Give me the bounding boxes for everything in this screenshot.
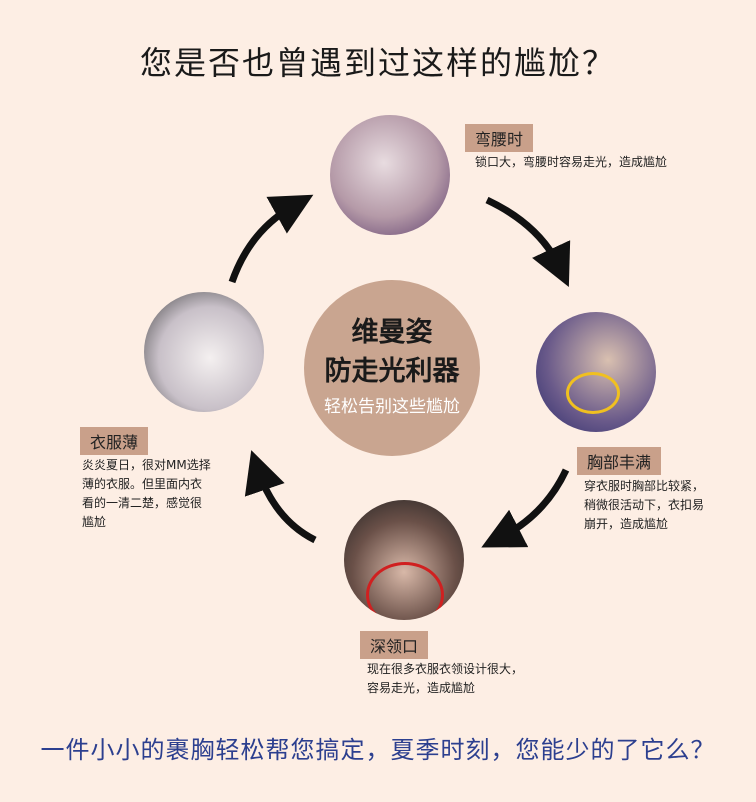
- center-circle: 维曼姿 防走光利器 轻松告别这些尴尬: [304, 280, 480, 456]
- arrow-left-to-top: [228, 194, 314, 284]
- desc-line: 薄的衣服。但里面内衣: [82, 477, 203, 491]
- brand-name: 维曼姿: [351, 317, 433, 348]
- photo-full-chest: [536, 312, 656, 432]
- desc-line: 现在很多衣服衣领设计很大，: [367, 662, 524, 676]
- desc-line: 炎炎夏日，很对MM选择: [82, 458, 211, 472]
- label-deep-neckline: 深领口: [360, 631, 429, 659]
- desc-deep-neckline: 现在很多衣服衣领设计很大， 容易走光，造成尴尬: [367, 660, 523, 698]
- desc-line: 看的一清二楚，感觉很: [82, 496, 203, 510]
- arrow-bottom-to-left: [244, 450, 317, 544]
- arrow-top-to-right: [485, 196, 571, 288]
- highlight-circle: [566, 372, 620, 414]
- photo-deep-neckline: [344, 500, 464, 620]
- photo-bending: [330, 115, 450, 235]
- desc-line: 容易走光，造成尴尬: [367, 681, 476, 695]
- desc-line: 稍微很活动下，衣扣易: [584, 498, 705, 512]
- photo-thin-clothes: [144, 292, 264, 412]
- label-full-chest: 胸部丰满: [577, 447, 662, 475]
- label-bending: 弯腰时: [465, 124, 534, 152]
- page-title: 您是否也曾遇到过这样的尴尬？: [139, 44, 616, 82]
- desc-line: 穿衣服时胸部比较紧，: [584, 479, 705, 493]
- desc-thin-clothes: 炎炎夏日，很对MM选择 薄的衣服。但里面内衣 看的一清二楚，感觉很 尴尬: [82, 456, 211, 532]
- arrow-right-to-bottom: [481, 468, 570, 548]
- desc-line: 尴尬: [82, 515, 107, 529]
- footer-slogan: 一件小小的裹胸轻松帮您搞定，夏季时刻，您能少的了它么？: [40, 736, 716, 764]
- product-slogan: 防走光利器: [324, 356, 460, 387]
- desc-line: 崩开，造成尴尬: [584, 517, 669, 531]
- desc-bending: 锁口大，弯腰时容易走光，造成尴尬: [475, 155, 668, 169]
- label-thin-clothes: 衣服薄: [80, 427, 149, 455]
- desc-full-chest: 穿衣服时胸部比较紧， 稍微很活动下，衣扣易 崩开，造成尴尬: [584, 477, 704, 534]
- center-subtitle: 轻松告别这些尴尬: [324, 397, 460, 417]
- highlight-circle: [366, 562, 444, 620]
